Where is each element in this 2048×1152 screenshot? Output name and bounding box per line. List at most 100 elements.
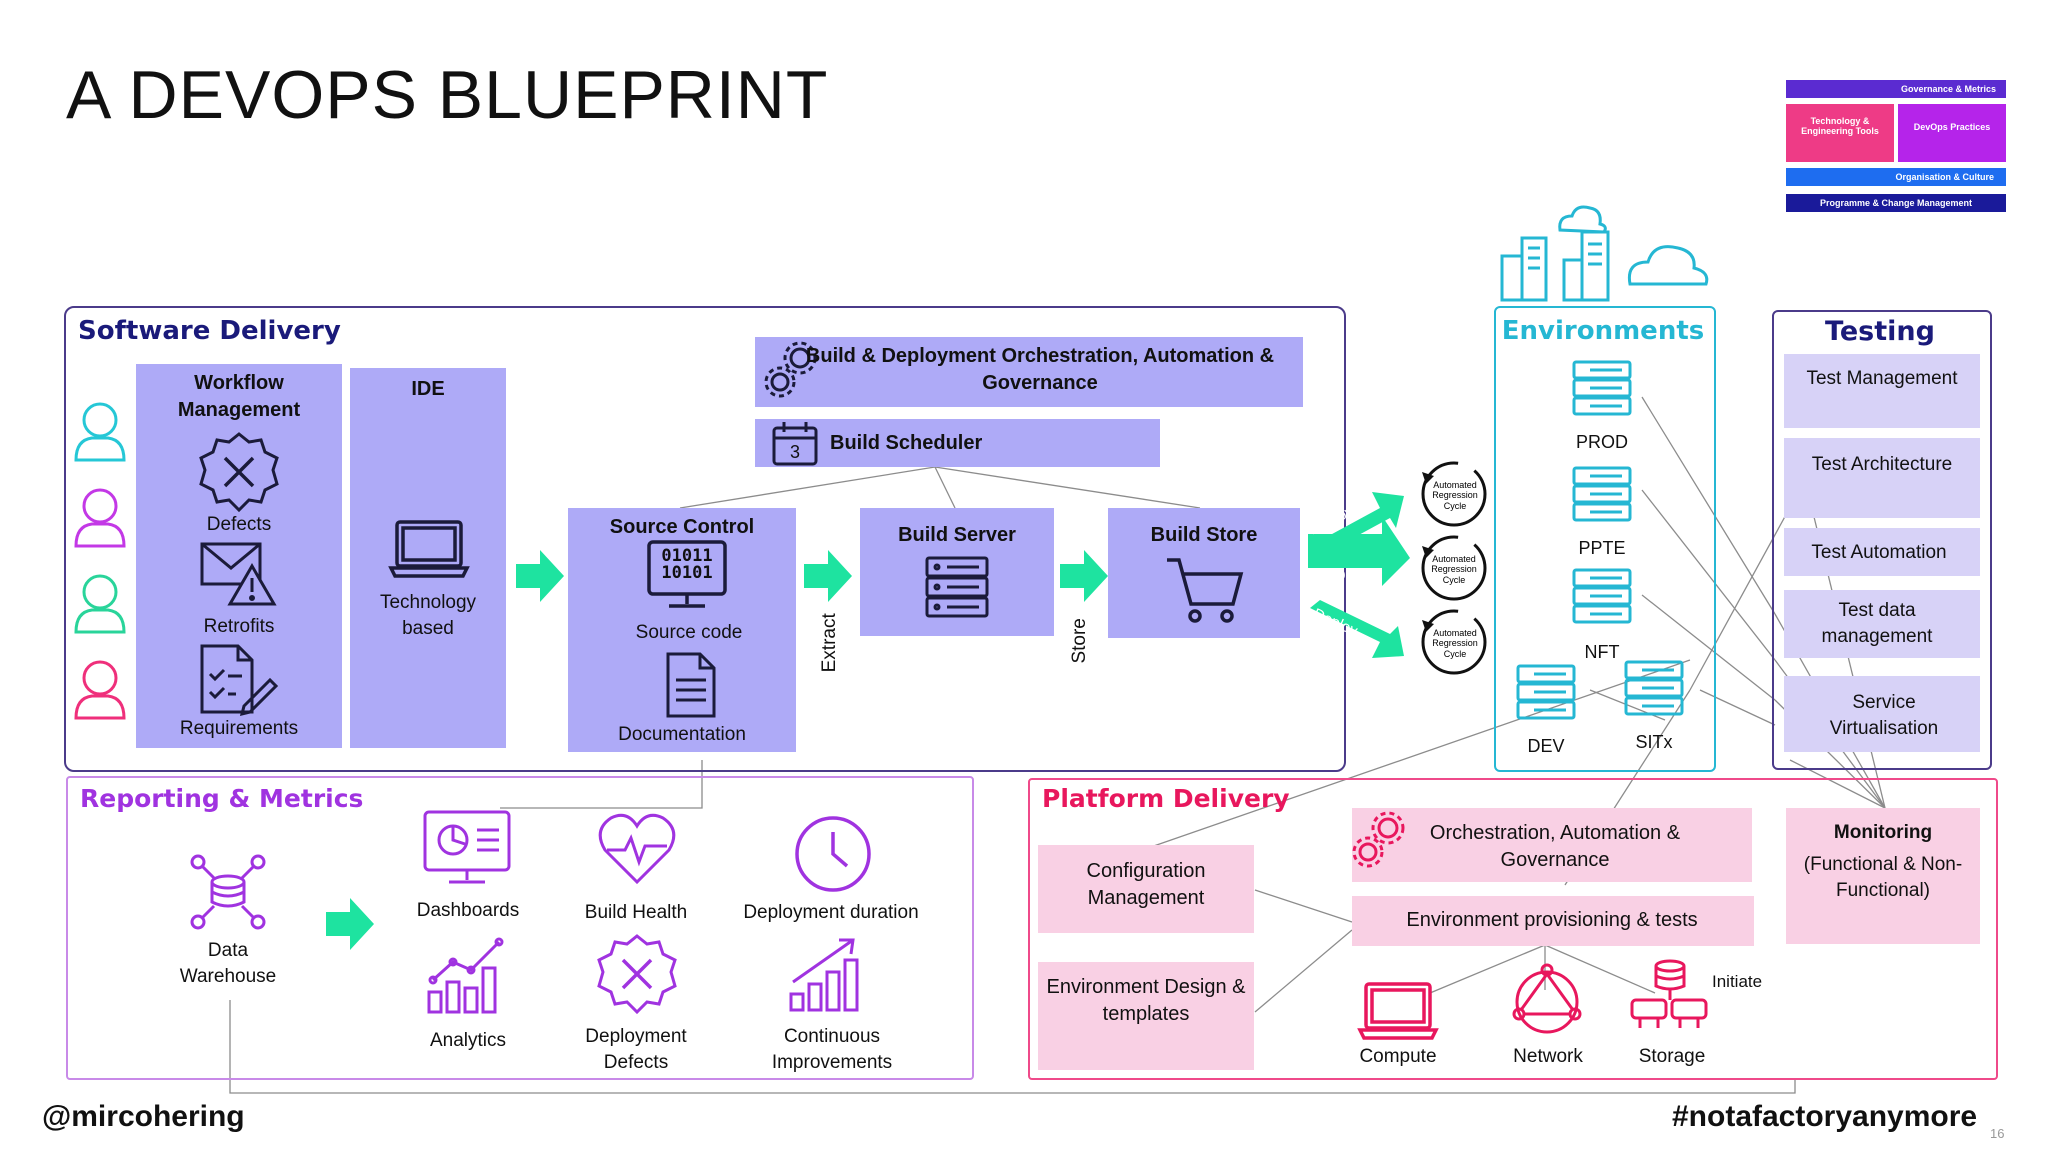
environment-provisioning-box [1352, 896, 1754, 946]
shopping-cart-icon [1167, 558, 1244, 623]
server-rack-icon [925, 556, 989, 618]
person-icon [74, 488, 126, 548]
requirements-label: Requirements [179, 718, 299, 739]
service-virtualisation-box [1784, 676, 1980, 752]
analytics-label: Analytics [429, 1030, 507, 1051]
regression-cycle-label: Automated Regression Cycle [1432, 480, 1478, 511]
environments-frame [1494, 306, 1716, 772]
continuous-improvement-icon [789, 938, 859, 1012]
person-icon [74, 574, 126, 634]
store-label: Store [1069, 618, 1091, 664]
documentation-label: Documentation [618, 724, 746, 745]
reporting-frame [66, 776, 974, 1080]
network-globe-icon [1512, 963, 1582, 1034]
storage-label: Storage [1638, 1046, 1706, 1067]
build-health-icon [598, 813, 676, 885]
network-label: Network [1513, 1046, 1583, 1067]
extract-label: Extract [819, 613, 841, 673]
page-number: 16 [1990, 1126, 2005, 1141]
test-data-box [1784, 590, 1980, 658]
test-data-label: Test data management [1821, 600, 1933, 647]
binary-code: 01011 10101 [661, 546, 713, 583]
legend-tools: Technology & Engineering Tools [1786, 104, 1894, 162]
testing-frame [1772, 310, 1992, 770]
flow-arrow-icon [516, 550, 564, 602]
environment-design-label: Environment Design & templates [1046, 976, 1246, 1025]
calendar-day: 3 [789, 442, 800, 462]
data-warehouse-icon [190, 854, 266, 930]
env-ppte-label: PPTE [1578, 538, 1626, 558]
cloud-buildings-icon [1500, 205, 1709, 302]
test-architecture-box [1784, 438, 1980, 518]
build-scheduler-label: Build Scheduler [830, 432, 983, 454]
deployment-defects-label: Deployment Defects [585, 1026, 687, 1073]
page-title: A DEVOPS BLUEPRINT [66, 57, 829, 133]
requirements-checklist-icon [200, 644, 279, 717]
software-delivery-title: Software Delivery [78, 316, 341, 346]
extract-arrow-icon [804, 550, 852, 602]
dashboard-icon [423, 810, 511, 884]
build-orchestration-box [755, 337, 1303, 407]
deployment-defect-badge-icon [597, 934, 677, 1015]
laptop-icon [388, 520, 470, 578]
regression-cycle-icon [1421, 535, 1487, 601]
server-sitx-icon [1624, 660, 1684, 716]
platform-orchestration-label: Orchestration, Automation & Governance [1429, 822, 1681, 871]
legend-programme: Programme & Change Management [1786, 194, 2006, 212]
compute-laptop-icon [1357, 982, 1439, 1040]
reporting-title: Reporting & Metrics [80, 784, 364, 813]
compute-label: Compute [1359, 1046, 1437, 1067]
source-control-label: Source Control [609, 516, 755, 538]
configuration-management-box [1038, 845, 1254, 933]
continuous-improvements-label: Continuous Improvements [771, 1026, 893, 1073]
monitoring-label: Monitoring [1833, 822, 1933, 843]
monitoring-box [1786, 808, 1980, 944]
regression-cycle-label: Automated Regression Cycle [1432, 628, 1478, 659]
server-ppte-icon [1572, 466, 1632, 522]
build-scheduler-box [755, 419, 1160, 467]
test-automation-box [1784, 528, 1980, 576]
test-management-label: Test Management [1806, 368, 1958, 389]
deployment-duration-label: Deployment duration [743, 902, 919, 923]
monitor-code-icon [647, 540, 727, 608]
deploy-arrows [1308, 492, 1410, 658]
platform-frame [1028, 778, 1998, 1080]
test-management-box [1784, 354, 1980, 428]
clock-icon [795, 816, 871, 892]
defect-badge-icon [199, 432, 279, 513]
author-handle: @mircohering [42, 1100, 245, 1133]
configuration-management-label: Configuration Management [1086, 860, 1206, 909]
env-sitx-label: SITx [1635, 732, 1673, 752]
person-icon [74, 660, 126, 720]
data-warehouse-label: Data Warehouse [179, 940, 277, 987]
env-dev-label: DEV [1527, 736, 1565, 756]
workflow-management-label: Workflow Management [177, 372, 301, 421]
server-dev-icon [1516, 664, 1576, 720]
environment-provisioning-label: Environment provisioning & tests [1406, 909, 1698, 931]
defects-label: Defects [206, 514, 272, 535]
ide-box [350, 368, 506, 748]
dashboards-label: Dashboards [416, 900, 520, 921]
gears-icon [1352, 811, 1405, 868]
ide-tech-label: Technology based [379, 592, 477, 639]
build-server-label: Build Server [898, 524, 1016, 546]
ide-label: IDE [411, 378, 445, 400]
calendar-icon [772, 422, 818, 466]
hashtag: #notafactoryanymore [1672, 1100, 1978, 1133]
server-prod-icon [1572, 360, 1632, 416]
testing-title: Testing [1825, 316, 1935, 347]
env-nft-label: NFT [1584, 642, 1620, 662]
regression-cycle-icon [1421, 609, 1487, 675]
analytics-chart-icon [427, 937, 504, 1014]
mail-warning-icon [200, 542, 277, 606]
gears-icon [764, 341, 817, 398]
build-orchestration-label: Build & Deployment Orchestration, Automa… [805, 345, 1275, 394]
initiate-label: Initiate [1712, 972, 1763, 991]
person-icon [74, 402, 126, 462]
storage-database-icon [1630, 959, 1708, 1028]
build-health-label: Build Health [584, 902, 688, 923]
platform-title: Platform Delivery [1042, 784, 1290, 813]
regression-cycle-label: Automated Regression Cycle [1431, 554, 1477, 585]
regression-cycle-icon [1421, 461, 1487, 527]
store-arrow-icon [1060, 550, 1108, 602]
